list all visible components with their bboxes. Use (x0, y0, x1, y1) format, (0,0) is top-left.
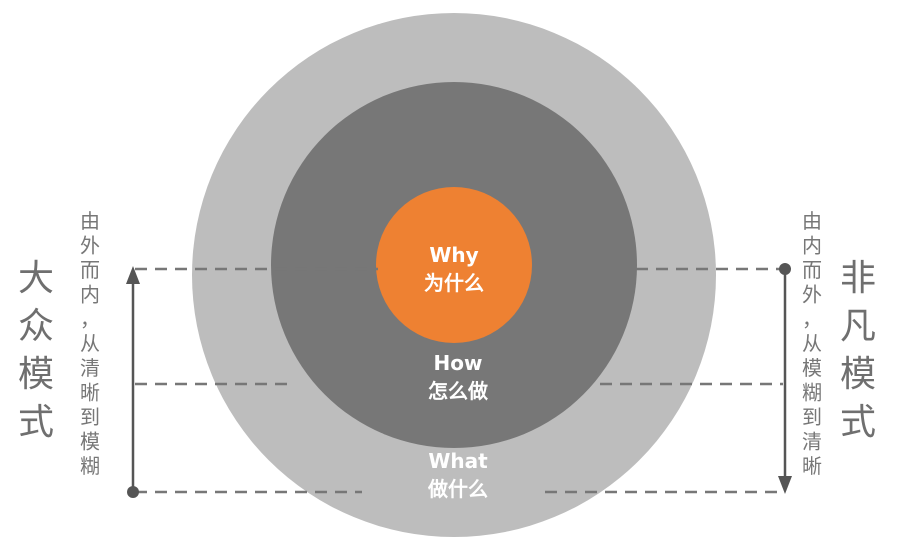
left-title: 大众模式 (18, 258, 54, 443)
what-label-zh: 做什么 (427, 477, 488, 501)
watermark: 知乎 @半条虫子 (702, 493, 878, 521)
right-arrow (778, 263, 792, 494)
left-arrow (126, 266, 140, 498)
why-label-zh: 为什么 (424, 271, 484, 295)
left-subtitle: 由外而内，从清晰到模糊 (80, 209, 100, 478)
what-label: What (428, 449, 488, 473)
guide-lines (135, 267, 783, 494)
why-circle (376, 187, 532, 343)
how-label-zh: 怎么做 (428, 379, 489, 403)
right-subtitle: 由内而外，从模糊到清晰 (802, 209, 822, 478)
why-label: Why (429, 243, 478, 267)
right-title: 非凡模式 (840, 258, 876, 443)
how-label: How (434, 351, 483, 375)
